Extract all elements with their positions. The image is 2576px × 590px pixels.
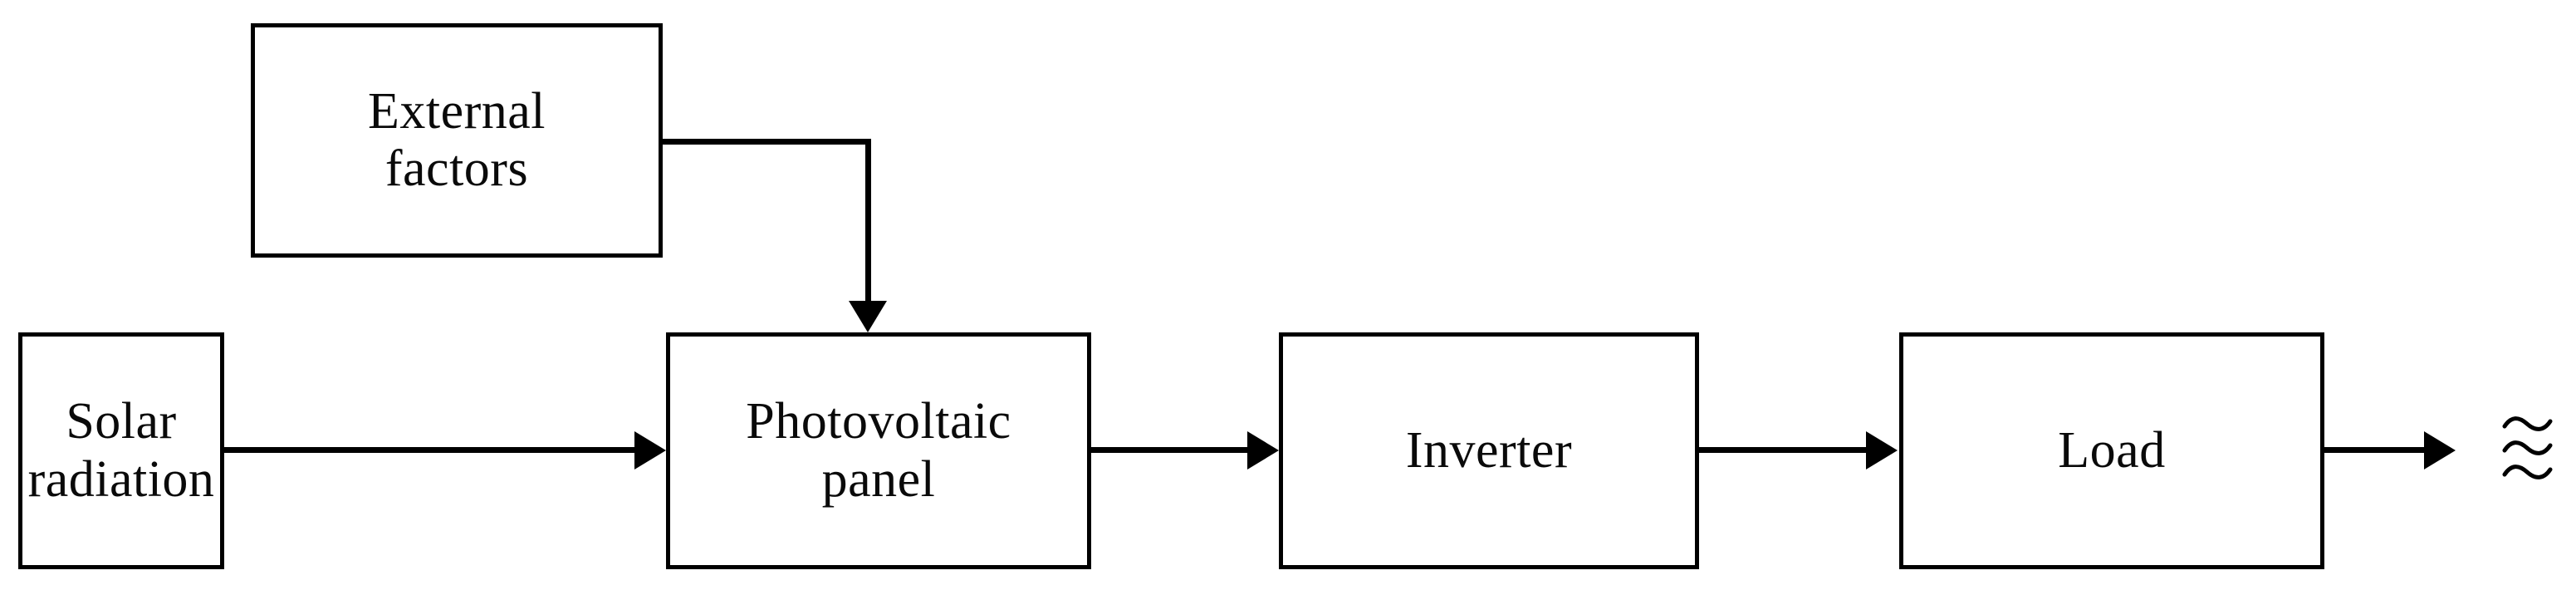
edge-load-to-grid-line — [2324, 447, 2426, 453]
node-solar-radiation-label: Solar radiation — [27, 393, 215, 508]
node-inverter[interactable]: Inverter — [1279, 332, 1699, 569]
edge-inverter-to-load-line — [1699, 447, 1868, 453]
edge-external-to-pv-horizontal — [659, 139, 871, 145]
node-photovoltaic-panel[interactable]: Photovoltaic panel — [666, 332, 1091, 569]
edge-inverter-to-load-arrowhead — [1866, 431, 1898, 470]
edge-external-to-pv-arrowhead — [849, 301, 887, 332]
edge-pv-to-inverter-line — [1091, 447, 1249, 453]
node-external-factors-label: External factors — [367, 82, 546, 197]
node-inverter-label: Inverter — [1405, 421, 1573, 479]
triple-wave-ac-symbol — [2501, 415, 2554, 480]
node-load-label: Load — [2058, 421, 2166, 479]
node-photovoltaic-panel-label: Photovoltaic panel — [746, 393, 1011, 508]
node-solar-radiation[interactable]: Solar radiation — [18, 332, 224, 569]
node-external-factors[interactable]: External factors — [251, 23, 663, 258]
edge-pv-to-inverter-arrowhead — [1247, 431, 1279, 470]
edge-solar-to-pv-line — [224, 447, 636, 453]
edge-solar-to-pv-arrowhead — [634, 431, 666, 470]
edge-load-to-grid-arrowhead — [2424, 431, 2456, 470]
edge-external-to-pv-vertical — [865, 139, 871, 302]
node-load[interactable]: Load — [1899, 332, 2324, 569]
